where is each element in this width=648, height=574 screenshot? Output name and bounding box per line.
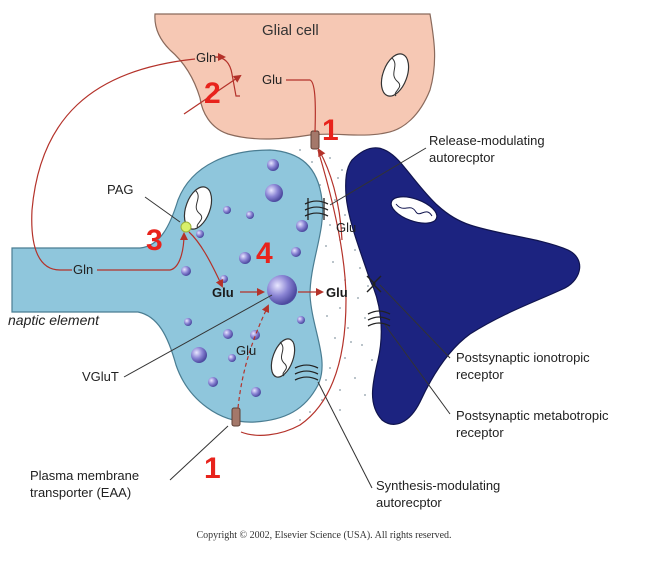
synthesis-modulating-label-line1: Synthesis-modulating: [376, 478, 500, 493]
arrow-gln-to-pag: [97, 232, 188, 271]
arrow-cleft-glu-loop: [240, 149, 347, 436]
ionotropic-label-line1: Postsynaptic ionotropic: [456, 350, 590, 365]
arrow-glu-glial-branch: [286, 79, 316, 133]
step-number-4: 4: [256, 237, 273, 270]
gln-top-label: Gln: [196, 50, 216, 65]
plasma-membrane-transporter: [231, 407, 241, 427]
glial-cell: [154, 13, 436, 140]
vglut-label: VGluT: [82, 369, 119, 384]
gln-left-label: Gln: [73, 262, 93, 277]
glial-transporter: [310, 130, 320, 150]
vesicle: [250, 330, 260, 340]
arrow-cleft-to-glial: [318, 148, 343, 241]
step-number-1-plasma: 1: [204, 452, 221, 485]
pag-enzyme: [180, 221, 192, 233]
vesicle: [220, 275, 228, 283]
vesicle: [246, 211, 254, 219]
step-number-1-glial: 1: [322, 114, 339, 147]
vesicle-large: [267, 275, 297, 305]
vesicle: [228, 354, 236, 362]
presynaptic-mitochondrion-lower: [270, 338, 296, 378]
glu-synaptic-label: Glu: [336, 220, 356, 235]
presynaptic-element-label: naptic element: [8, 312, 100, 328]
vesicle: [265, 184, 283, 202]
postsynaptic-metabotropic-receptor: [367, 310, 391, 327]
vesicle: [239, 252, 251, 264]
vesicle: [208, 377, 218, 387]
vesicle: [181, 266, 191, 276]
metabotropic-label-line1: Postsynaptic metabotropic: [456, 408, 609, 423]
callout-leader-lines: [123, 147, 451, 489]
release-modulating-autoreceptor: [304, 198, 329, 220]
glial-cell-label: Glial cell: [262, 22, 319, 39]
metabotropic-label-line2: receptor: [456, 425, 504, 440]
plasma-membrane-label-line1: Plasma membrane: [30, 468, 139, 483]
vesicle: [223, 206, 231, 214]
postsynaptic-ionotropic-receptor: [366, 275, 382, 293]
vesicle: [296, 220, 308, 232]
copyright-notice: Copyright © 2002, Elsevier Science (USA)…: [196, 530, 451, 541]
arrow-gln-return: [31, 58, 196, 271]
glu-cleft-label: Glu: [326, 285, 348, 300]
vesicle: [223, 329, 233, 339]
release-modulating-label-line1: Release-modulating: [429, 133, 545, 148]
presynaptic-terminal: [11, 149, 324, 423]
vesicle: [291, 247, 301, 257]
glu-glial-label: Glu: [262, 72, 282, 87]
vesicle: [196, 230, 204, 238]
arrow-glial-glu-to-gln: [214, 53, 240, 97]
vesicle: [297, 316, 305, 324]
ionotropic-label-line2: receptor: [456, 367, 504, 382]
synaptic-vesicles: [181, 159, 308, 397]
glutamate-pathway-arrows: [31, 53, 347, 436]
step-number-2: 2: [204, 77, 221, 110]
glial-mitochondrion: [380, 53, 410, 97]
vesicle: [184, 318, 192, 326]
synthesis-modulating-autoreceptor: [294, 364, 319, 381]
vesicle: [251, 387, 261, 397]
arrow-glial-glu-diag: [183, 74, 242, 115]
release-modulating-label-line2: autorecptor: [429, 150, 495, 165]
vesicle: [191, 347, 207, 363]
plasma-membrane-label-line2: transporter (EAA): [30, 485, 131, 500]
postsynaptic-mitochondrion: [390, 196, 438, 224]
synthesis-modulating-label-line2: autorecptor: [376, 495, 442, 510]
arrow-pag-to-glu: [188, 231, 224, 288]
vesicle: [267, 159, 279, 171]
step-number-3: 3: [146, 224, 163, 257]
pag-label: PAG: [107, 182, 134, 197]
glu-vesicle-label: Glu: [212, 285, 234, 300]
glu-lower-label: Glu: [236, 343, 256, 358]
